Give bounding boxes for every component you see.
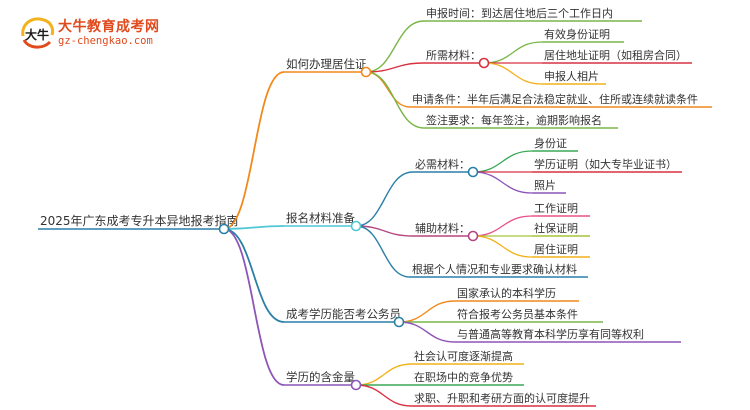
leaf-connector-banli-2 (365, 71, 411, 108)
leaf-banli-3: 签注要求：每年签注，逾期影响报名 (426, 113, 602, 127)
site-title: 大牛教育成考网 (58, 19, 160, 35)
leaf-connector-cailiao-2 (355, 225, 411, 278)
node-banli (360, 66, 372, 78)
leaf-connector-banli-0 (365, 20, 425, 73)
leaf-connector-cailiao-0 (355, 171, 414, 227)
subleaf-banli-1-0: 有效身份证明 (544, 27, 610, 41)
subleaf-connector-cailiao-0-2 (472, 171, 533, 194)
subleaf-connector-cailiao-1-2 (472, 235, 533, 258)
subleaf-banli-1-2: 申报人相片 (544, 69, 599, 83)
node-root (218, 223, 230, 235)
niu-logo-icon: 大牛 (21, 17, 55, 49)
leaf-banli-1: 所需材料： (426, 48, 481, 62)
subleaf-cailiao-1-0: 工作证明 (534, 202, 578, 215)
node-cailiao-1 (467, 230, 479, 242)
leaf-hanjinliang-2: 求职、升职和考研方面的认可度提升 (414, 391, 590, 405)
leaf-gongwuyuan-0: 国家承认的本科学历 (457, 286, 556, 300)
subleaf-banli-1-1: 居住地址证明（如租房合同） (544, 48, 687, 62)
leaf-connector-cailiao-1 (355, 225, 414, 237)
subleaf-cailiao-1-2: 居住证明 (534, 242, 578, 256)
leaf-banli-2: 申请条件：半年后满足合法稳定就业、住所或连续就读条件 (412, 92, 698, 106)
branch-hanjinliang: 学历的含金量 (286, 370, 355, 384)
node-cailiao-0 (467, 166, 479, 178)
site-url[interactable]: gz-chengkao.com (58, 35, 153, 47)
leaf-gongwuyuan-1: 符合报考公务员基本条件 (457, 307, 578, 321)
subleaf-connector-cailiao-1-0 (472, 215, 533, 237)
branch-connector-banli (223, 71, 285, 230)
branch-connector-cailiao (223, 225, 285, 230)
leaf-hanjinliang-1: 在职场中的竞争优势 (414, 370, 513, 384)
leaf-cailiao-1: 辅助材料： (415, 221, 470, 235)
subleaf-cailiao-0-0: 身份证 (534, 136, 567, 150)
leaf-banli-0: 申报时间：到达居住地后三个工作日内 (426, 6, 613, 20)
node-gongwuyuan (393, 316, 405, 328)
site-logo[interactable]: 大牛 大牛教育成考网 gz-chengkao.com (18, 14, 258, 54)
leaf-connector-banli-1 (365, 62, 425, 73)
leaf-connector-gongwuyuan-2 (398, 321, 456, 343)
leaf-connector-banli-3 (365, 71, 425, 129)
leaf-cailiao-0: 必需材料： (415, 157, 470, 171)
node-hanjinliang (350, 379, 362, 391)
branch-cailiao: 报名材料准备 (286, 211, 355, 225)
subleaf-connector-banli-1-0 (483, 41, 543, 64)
subleaf-cailiao-1-1: 社保证明 (534, 221, 578, 235)
leaf-gongwuyuan-2: 与普通高等教育本科学历享有同等权利 (457, 327, 644, 341)
branch-gongwuyuan: 成考学历能否考公务员 (286, 307, 401, 321)
subleaf-cailiao-0-2: 照片 (534, 179, 556, 192)
logo-mark-text: 大牛 (25, 27, 49, 42)
subleaf-connector-banli-1-2 (483, 62, 543, 85)
branch-banli: 如何办理居住证 (286, 57, 367, 71)
node-banli-1 (478, 57, 490, 69)
subleaf-connector-cailiao-0-0 (472, 150, 533, 173)
subleaf-cailiao-0-1: 学历证明（如大专毕业证书） (534, 157, 677, 171)
branch-connector-hanjinliang (223, 228, 285, 386)
leaf-hanjinliang-0: 社会认可度逐渐提高 (414, 349, 513, 363)
leaf-connector-hanjinliang-2 (355, 384, 413, 407)
node-cailiao (350, 220, 362, 232)
root-topic: 2025年广东成考专升本异地报考指南 (40, 213, 239, 228)
leaf-connector-gongwuyuan-0 (398, 300, 456, 323)
leaf-connector-hanjinliang-0 (355, 363, 413, 386)
branch-connector-gongwuyuan (223, 228, 285, 323)
leaf-cailiao-2: 根据个人情况和专业要求确认材料 (412, 262, 577, 276)
